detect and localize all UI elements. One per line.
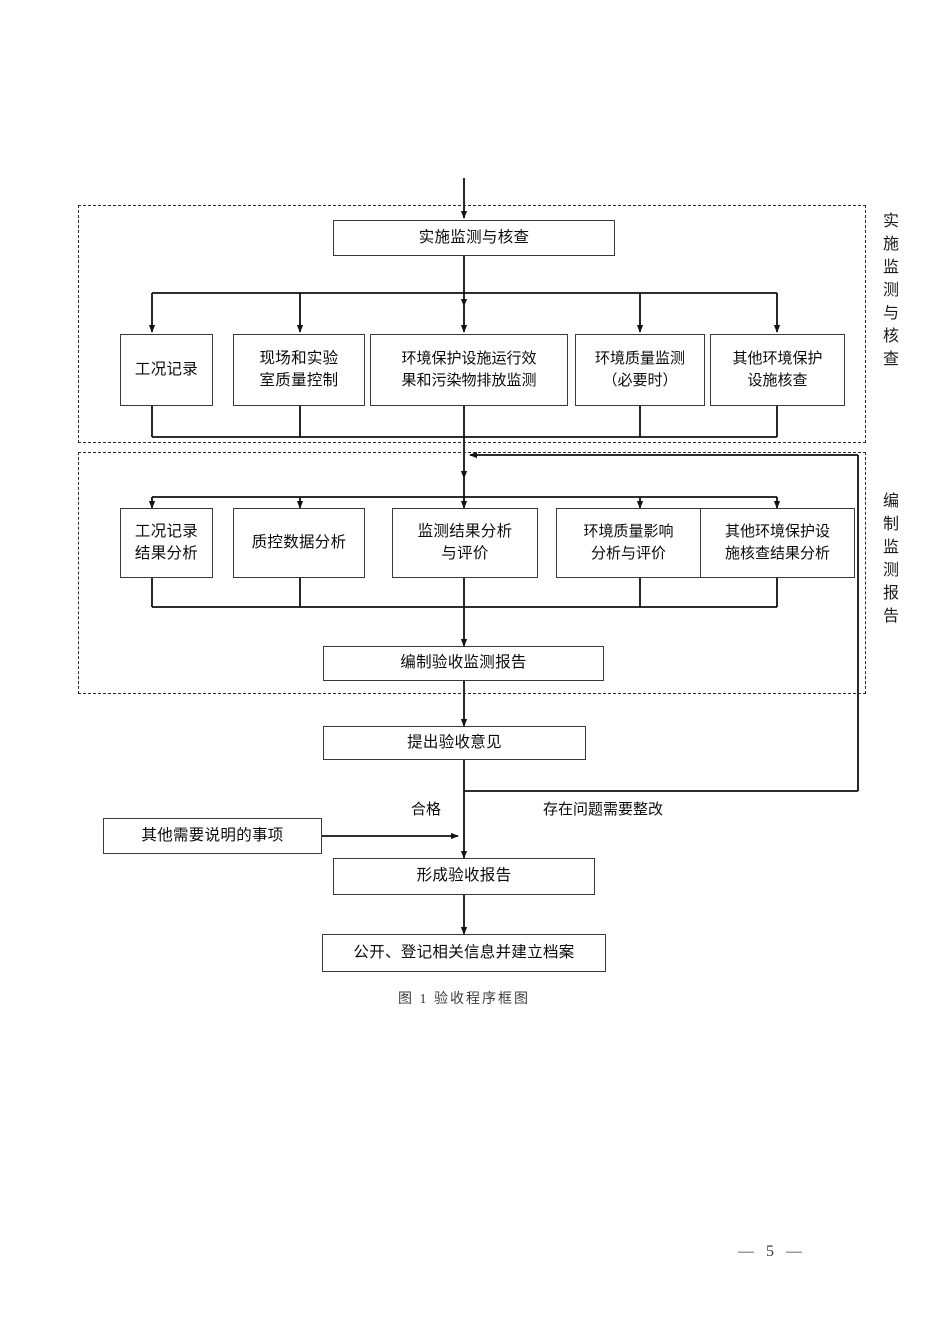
figure-caption: 图 1 验收程序框图 xyxy=(398,992,530,1007)
edge-label-needs-rectification: 存在问题需要整改 xyxy=(543,801,664,818)
node-qc-data-analysis[interactable]: 质控数据分析 xyxy=(233,508,365,578)
node-implement-monitoring[interactable]: 实施监测与核查 xyxy=(333,220,615,256)
node-other-env-facility-check[interactable]: 其他环境保护 设施核查 xyxy=(710,334,845,406)
node-working-condition-analysis[interactable]: 工况记录 结果分析 xyxy=(120,508,213,578)
node-env-facility-effect-monitoring[interactable]: 环境保护设施运行效 果和污染物排放监测 xyxy=(370,334,568,406)
node-monitoring-result-analysis[interactable]: 监测结果分析 与评价 xyxy=(392,508,538,578)
section-label-implementation: 实施监测与核查 xyxy=(880,212,897,373)
node-form-acceptance-report[interactable]: 形成验收报告 xyxy=(333,858,595,895)
edge-label-qualified: 合格 xyxy=(411,801,442,818)
node-other-facility-check-analysis[interactable]: 其他环境保护设 施核查结果分析 xyxy=(700,508,855,578)
node-compile-acceptance-report[interactable]: 编制验收监测报告 xyxy=(323,646,604,681)
node-propose-acceptance-opinion[interactable]: 提出验收意见 xyxy=(323,726,586,760)
page-number: — 5 — xyxy=(738,1243,806,1260)
node-env-quality-monitoring[interactable]: 环境质量监测 （必要时） xyxy=(575,334,705,406)
node-env-quality-impact-analysis[interactable]: 环境质量影响 分析与评价 xyxy=(556,508,701,578)
node-other-matters[interactable]: 其他需要说明的事项 xyxy=(103,818,322,854)
node-working-condition-record[interactable]: 工况记录 xyxy=(120,334,213,406)
section-frame-implementation xyxy=(78,205,866,443)
section-label-reporting: 编制监测报告 xyxy=(880,492,897,630)
node-site-lab-quality-control[interactable]: 现场和实验 室质量控制 xyxy=(233,334,365,406)
node-publish-register-archive[interactable]: 公开、登记相关信息并建立档案 xyxy=(322,934,606,972)
